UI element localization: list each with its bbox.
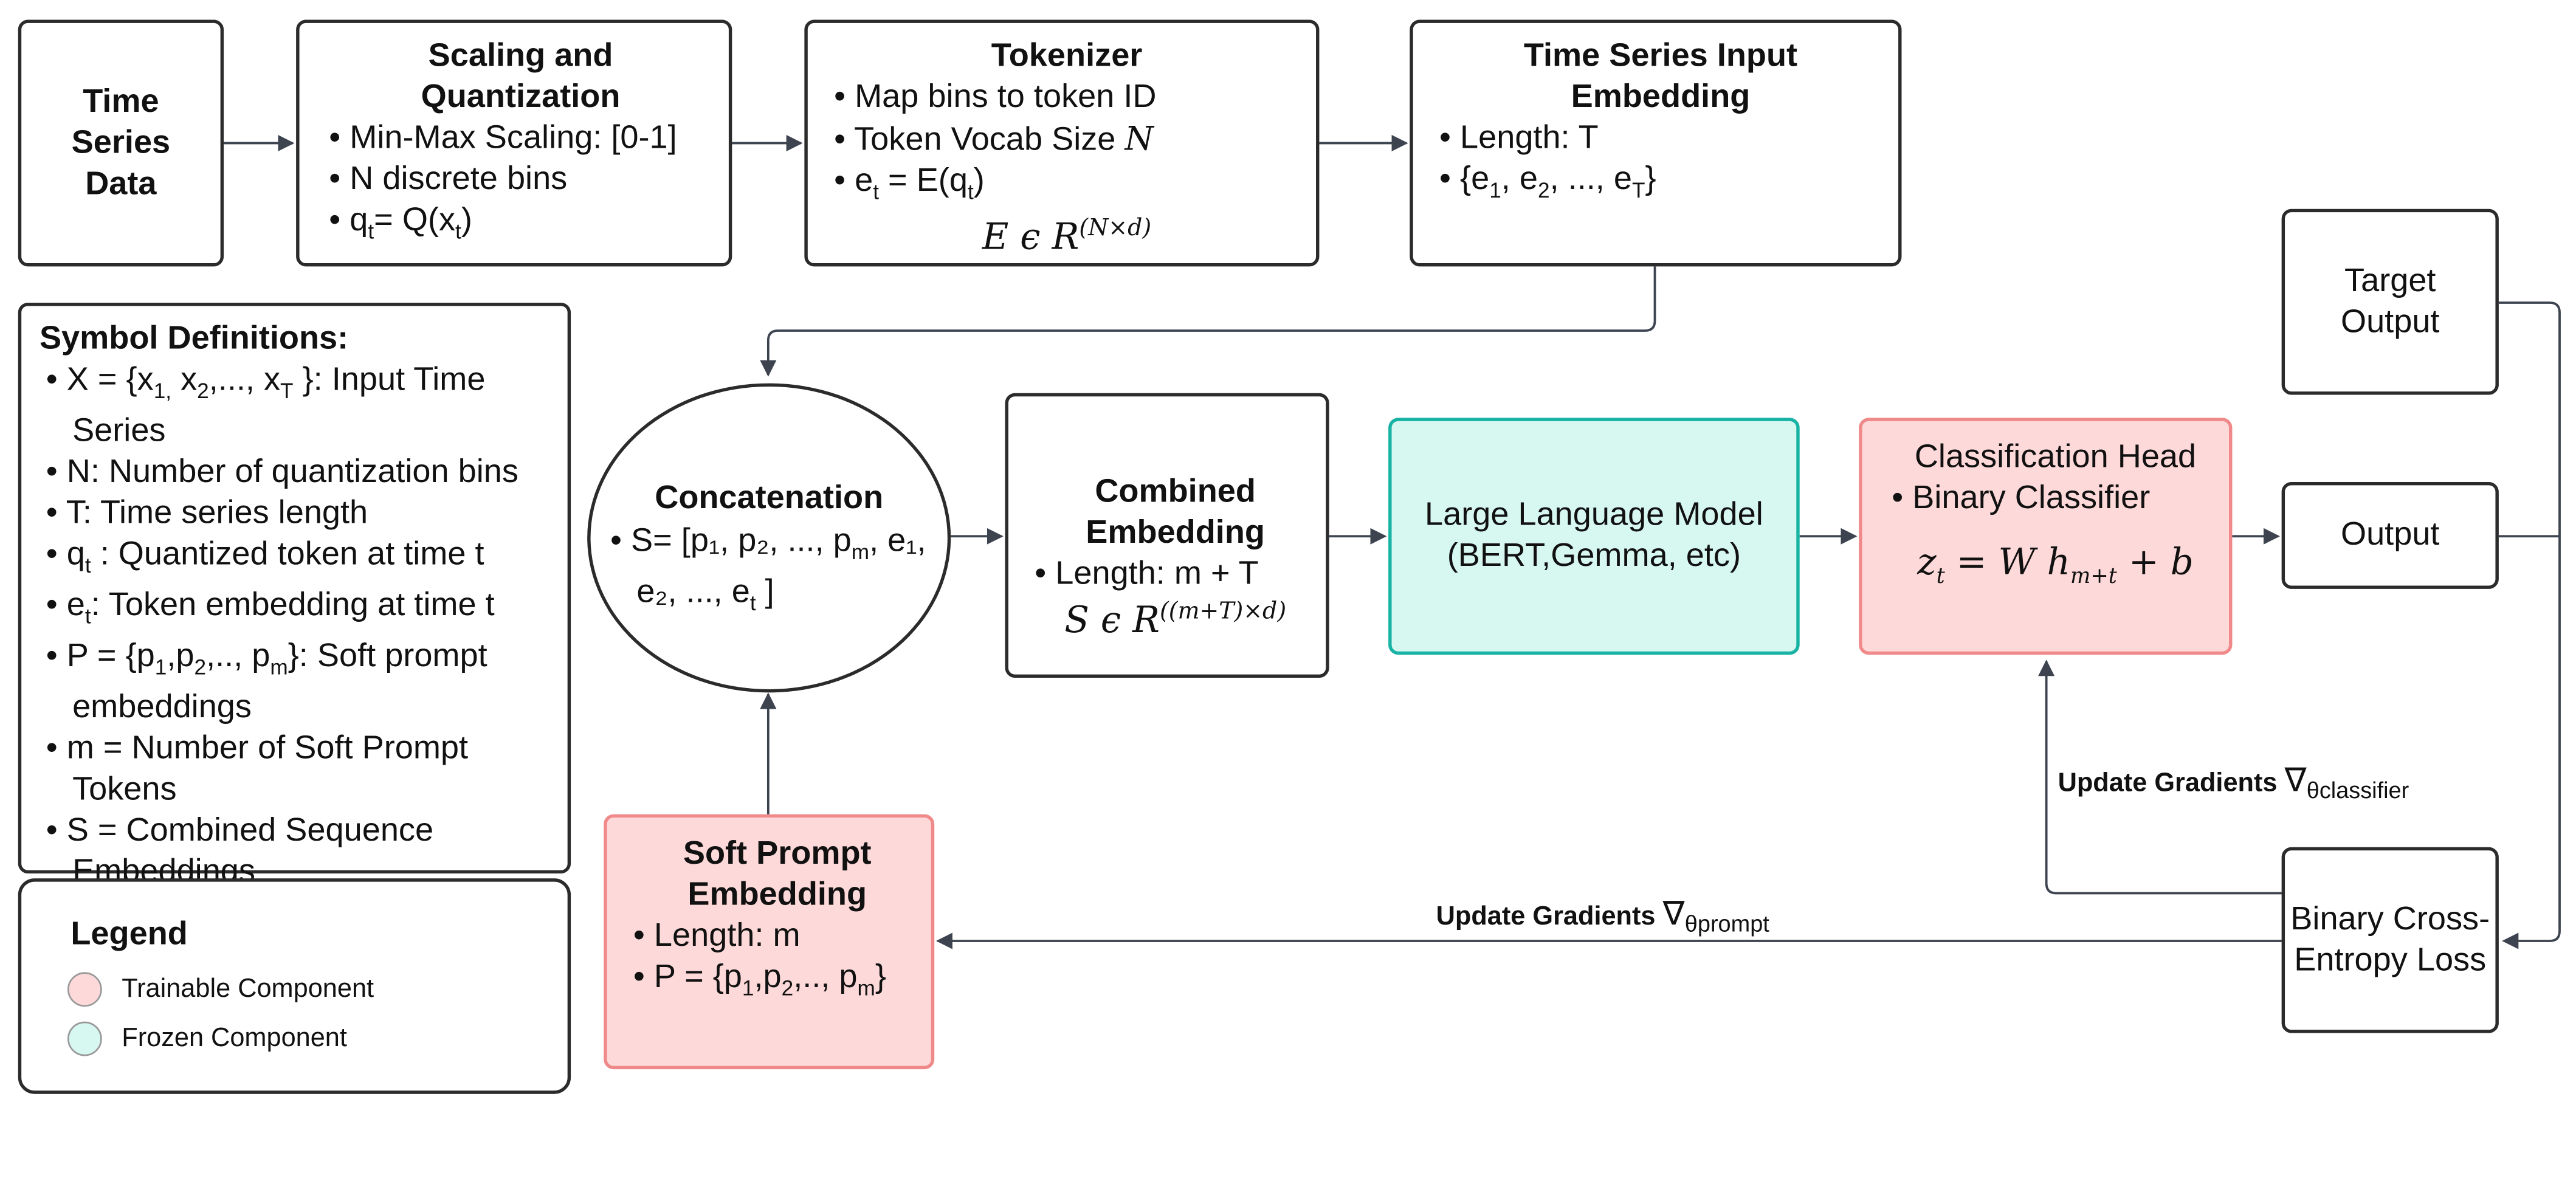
legend-box: Legend Trainable Component Frozen Compon… (18, 878, 571, 1094)
combined-embedding-box: Combined Embedding Length: m + T S ϵ R((… (1005, 393, 1329, 678)
legend-frozen-swatch (67, 1021, 102, 1056)
symbol-t-def: T: Time series length (46, 494, 554, 535)
tokenizer-box: Tokenizer Map bins to token ID Token Voc… (804, 19, 1320, 267)
tokenizer-item-vocab: Token Vocab Size N (834, 119, 1300, 161)
soft-prompt-box: Soft Prompt Embedding Length: m P = {p1,… (604, 814, 935, 1070)
target-output-box: Target Output (2281, 208, 2499, 395)
symbol-m-def: m = Number of Soft Prompt Tokens (46, 729, 554, 811)
line-target-to-loss (2498, 301, 2561, 949)
time-series-data-label: Time Series Data (71, 83, 171, 202)
concatenation-node: Concatenation S= [p₁, p₂, ..., pm, e₁, e… (587, 383, 951, 693)
arrow-embedding-to-concatenation (760, 266, 1656, 377)
scaling-item-bins: N discrete bins (329, 160, 712, 201)
classification-head-binary: Binary Classifier (1892, 479, 2219, 520)
bce-loss-label: Binary Cross-Entropy Loss (2290, 900, 2490, 978)
combined-embedding-length: Length: m + T (1035, 554, 1316, 596)
classifier-gradient-label: Update Gradients ∇θclassifier (2058, 763, 2409, 804)
input-embedding-item-length: Length: T (1439, 119, 1882, 160)
tokenizer-formula: E ϵ R(N×d) (982, 215, 1152, 259)
llm-box: Large Language Model (BERT,Gemma, etc) (1388, 418, 1800, 655)
symbol-definitions-title: Symbol Definitions: (39, 320, 349, 357)
input-embedding-box: Time Series Input Embedding Length: T {e… (1410, 19, 1902, 267)
tokenizer-item-embed: et = E(qt) (834, 161, 1300, 212)
nabla-icon: ∇ (2284, 763, 2307, 800)
soft-prompt-length: Length: m (633, 916, 921, 957)
symbol-e-def: et: Token embedding at time t (46, 585, 554, 636)
classification-head-box: Classification Head Binary Classifier zt… (1859, 418, 2233, 655)
input-embedding-title: Time Series Input Embedding (1523, 38, 1798, 115)
classification-head-formula: zt = W hm+t + b (1917, 543, 2194, 590)
symbol-definitions-box: Symbol Definitions: X = {x1, x2,..., xT … (18, 302, 571, 890)
combined-embedding-title: Combined Embedding (1086, 474, 1265, 551)
concatenation-title: Concatenation (655, 480, 884, 517)
scaling-quantization-title: Scaling and Quantization (421, 38, 621, 115)
time-series-data-box: Time Series Data (18, 19, 224, 267)
output-box: Output (2281, 481, 2499, 589)
symbol-n-def: N: Number of quantization bins (46, 452, 554, 494)
scaling-quantization-box: Scaling and Quantization Min-Max Scaling… (296, 19, 732, 267)
architecture-diagram: Time Series Data Scaling and Quantizatio… (0, 0, 2576, 1162)
llm-examples: (BERT,Gemma, etc) (1447, 537, 1741, 574)
symbol-x-def: X = {x1, x2,..., xT }: Input Time Series (46, 360, 554, 453)
legend-title: Legend (71, 916, 188, 952)
legend-frozen-label: Frozen Component (122, 1024, 347, 1052)
legend-trainable-label: Trainable Component (122, 974, 374, 1003)
classification-head-title: Classification Head (1914, 439, 2197, 476)
soft-prompt-title: Soft Prompt Embedding (683, 835, 872, 913)
input-embedding-item-set: {e1, e2, ..., eT} (1439, 160, 1882, 211)
arrow-loss-to-classifier (2038, 659, 2284, 895)
soft-prompt-set: P = {p1,p2,.., pm} (633, 957, 921, 1008)
nabla-icon: ∇ (1662, 896, 1685, 933)
symbol-s-def: S = Combined Sequence Embeddings (46, 811, 554, 893)
target-output-label: Target Output (2340, 262, 2440, 340)
output-label: Output (2340, 516, 2440, 553)
llm-label: Large Language Model (1424, 497, 1763, 533)
tokenizer-title: Tokenizer (991, 38, 1143, 74)
symbol-p-def: P = {p1,p2,.., pm}: Soft prompt embeddin… (46, 636, 554, 729)
bce-loss-box: Binary Cross-Entropy Loss (2281, 847, 2499, 1033)
symbol-q-def: qt : Quantized token at time t (46, 535, 554, 586)
legend-trainable: Trainable Component (67, 972, 374, 1007)
scaling-item-quantize: qt= Q(xt) (329, 201, 712, 252)
scaling-item-minmax: Min-Max Scaling: [0-1] (329, 119, 712, 160)
legend-trainable-swatch (67, 972, 102, 1007)
concatenation-sequence: S= [p₁, p₂, ..., pm, e₁, e₂, ..., et ] (610, 522, 939, 624)
prompt-gradient-label: Update Gradients ∇θprompt (1436, 896, 1769, 937)
connector-layer (224, 134, 2561, 949)
legend-frozen: Frozen Component (67, 1021, 347, 1056)
tokenizer-item-map: Map bins to token ID (834, 77, 1300, 119)
combined-embedding-formula: S ϵ R((m+T)×d) (1064, 599, 1287, 642)
